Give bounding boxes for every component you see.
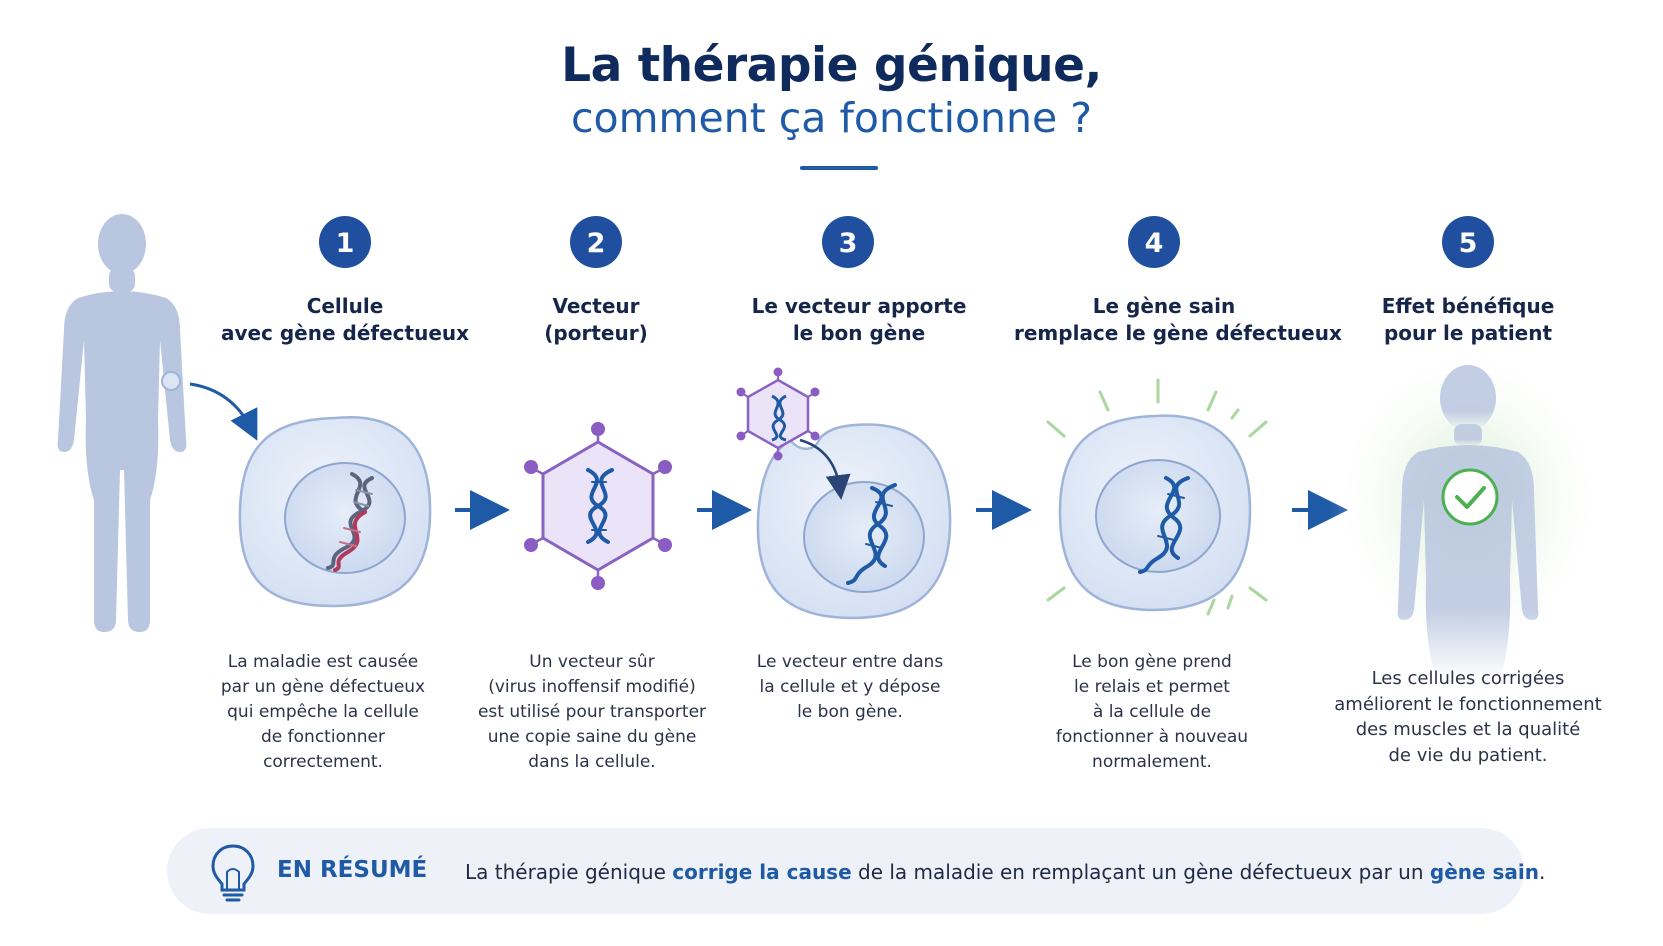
summary-label: EN RÉSUMÉ [277,857,428,883]
lightbulb-icon [211,844,255,902]
svg-text:1: 1 [336,228,355,259]
dna-icon [1138,476,1190,574]
glow-rays [1046,378,1268,616]
virus-vector-icon [524,422,672,590]
svg-text:3: 3 [839,228,858,259]
step-5-badge: 5 [1442,216,1494,268]
healthy-patient [1328,340,1608,680]
cell-origin-marker [161,371,181,391]
summary-text: La thérapie génique corrige la cause de … [465,860,1546,884]
step-3-badge: 3 [822,216,874,268]
checkmark-icon [1441,468,1499,526]
step-2-badge: 2 [570,216,622,268]
page-subtitle: comment ça fonctionne ? [570,94,1093,142]
svg-text:5: 5 [1459,228,1478,259]
healthy-cell [1046,378,1268,616]
defective-cell [238,415,432,608]
svg-text:4: 4 [1145,228,1164,259]
summary-highlight-gene: gène sain [1429,860,1540,884]
small-vector-icon [736,367,820,461]
step-4-badge: 4 [1128,216,1180,268]
dna-icon [586,468,614,544]
dna-icon [846,483,897,585]
origin-arrow-icon [189,382,258,441]
summary-banner [167,828,1524,914]
defective-dna-icon [326,472,374,572]
summary-highlight-cause: corrige la cause [672,860,852,884]
step-2-title: Vecteur(porteur) [544,294,648,345]
step-1-badge: 1 [319,216,371,268]
step-2-description: Un vecteur sûr(virus inoffensif modifié)… [477,652,707,772]
step-badges: 1 2 3 4 5 [319,216,1494,268]
svg-text:2: 2 [587,228,606,259]
entry-arrow-icon [799,438,851,500]
vector-entering-cell [736,367,952,620]
title-underline [800,166,878,170]
human-silhouette-icon [57,214,187,632]
page-title: La thérapie génique, [561,38,1102,93]
